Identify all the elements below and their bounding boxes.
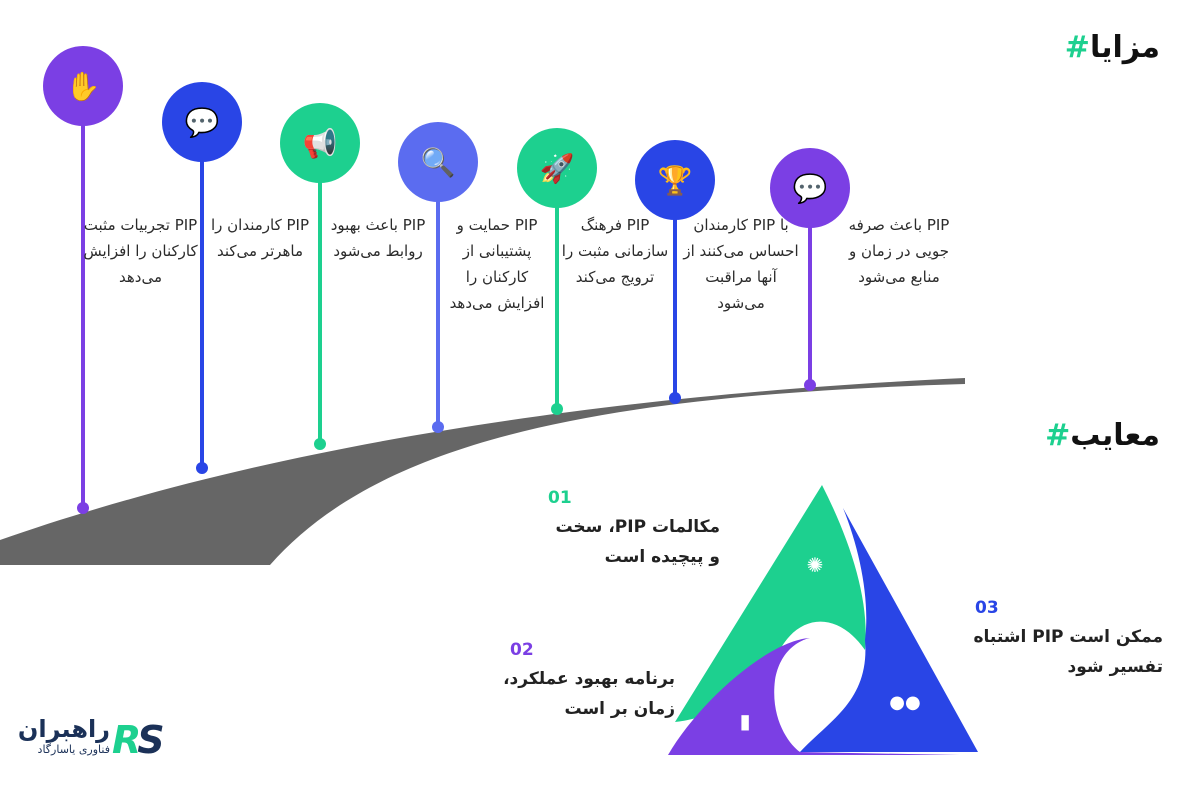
triangle-part-01 — [675, 485, 866, 722]
svg-text:●●: ●● — [889, 692, 920, 713]
rocket-icon: 🚀 — [517, 128, 597, 208]
chat-bubbles-icon: 💬 — [770, 148, 850, 228]
logo-text: راهبران فناوری یاسارگاد — [17, 715, 110, 756]
advantage-4: PIP حمایت و پشتیبانی از کارکنان را افزای… — [449, 216, 545, 312]
disadvantage-3: ممکن است PIP اشتباه تفسیر شود — [973, 627, 1163, 677]
advantages-heading: مزایا# — [1064, 30, 1160, 65]
disadvantage-1-number: 01 — [548, 488, 572, 508]
logo-mark: RS — [112, 718, 165, 762]
advantage-7: PIP باعث صرفه جویی در زمان و منابع می‌شو… — [848, 216, 950, 286]
triangle-part-02 — [668, 638, 960, 755]
advantage-1: PIP تجربیات مثبت کارکنان را افزایش می‌ده… — [83, 216, 198, 286]
chat-bubbles-icon: 💬 — [162, 82, 242, 162]
disadvantage-1: مکالمات PIP، سخت و پیچیده است — [555, 517, 720, 567]
advantage-3: PIP باعث بهبود روابط می‌شود — [330, 216, 426, 260]
advantage-2: PIP کارمندان را ماهرتر می‌کند — [210, 216, 310, 260]
advantage-6: با PIP کارمندان احساس می‌کنند از آنها مر… — [683, 216, 799, 312]
megaphone-icon: 📢 — [280, 103, 360, 183]
triangle-part-03 — [800, 508, 978, 752]
disadvantage-2: برنامه بهبود عملکرد، زمان بر است — [503, 669, 675, 719]
svg-text:✺: ✺ — [807, 553, 824, 577]
handshake-icon: ✋ — [43, 46, 123, 126]
disadvantages-heading: معایب# — [1045, 418, 1160, 453]
disadvantage-2-number: 02 — [510, 640, 534, 660]
document-search-icon: 🔍 — [398, 122, 478, 202]
advantage-5: PIP فرهنگ سازمانی مثبت را ترویج می‌کند — [561, 216, 669, 286]
disadvantage-3-number: 03 — [975, 598, 999, 618]
svg-text:▮: ▮ — [739, 709, 750, 733]
road — [0, 378, 965, 565]
trophy-icon: 🏆 — [635, 140, 715, 220]
